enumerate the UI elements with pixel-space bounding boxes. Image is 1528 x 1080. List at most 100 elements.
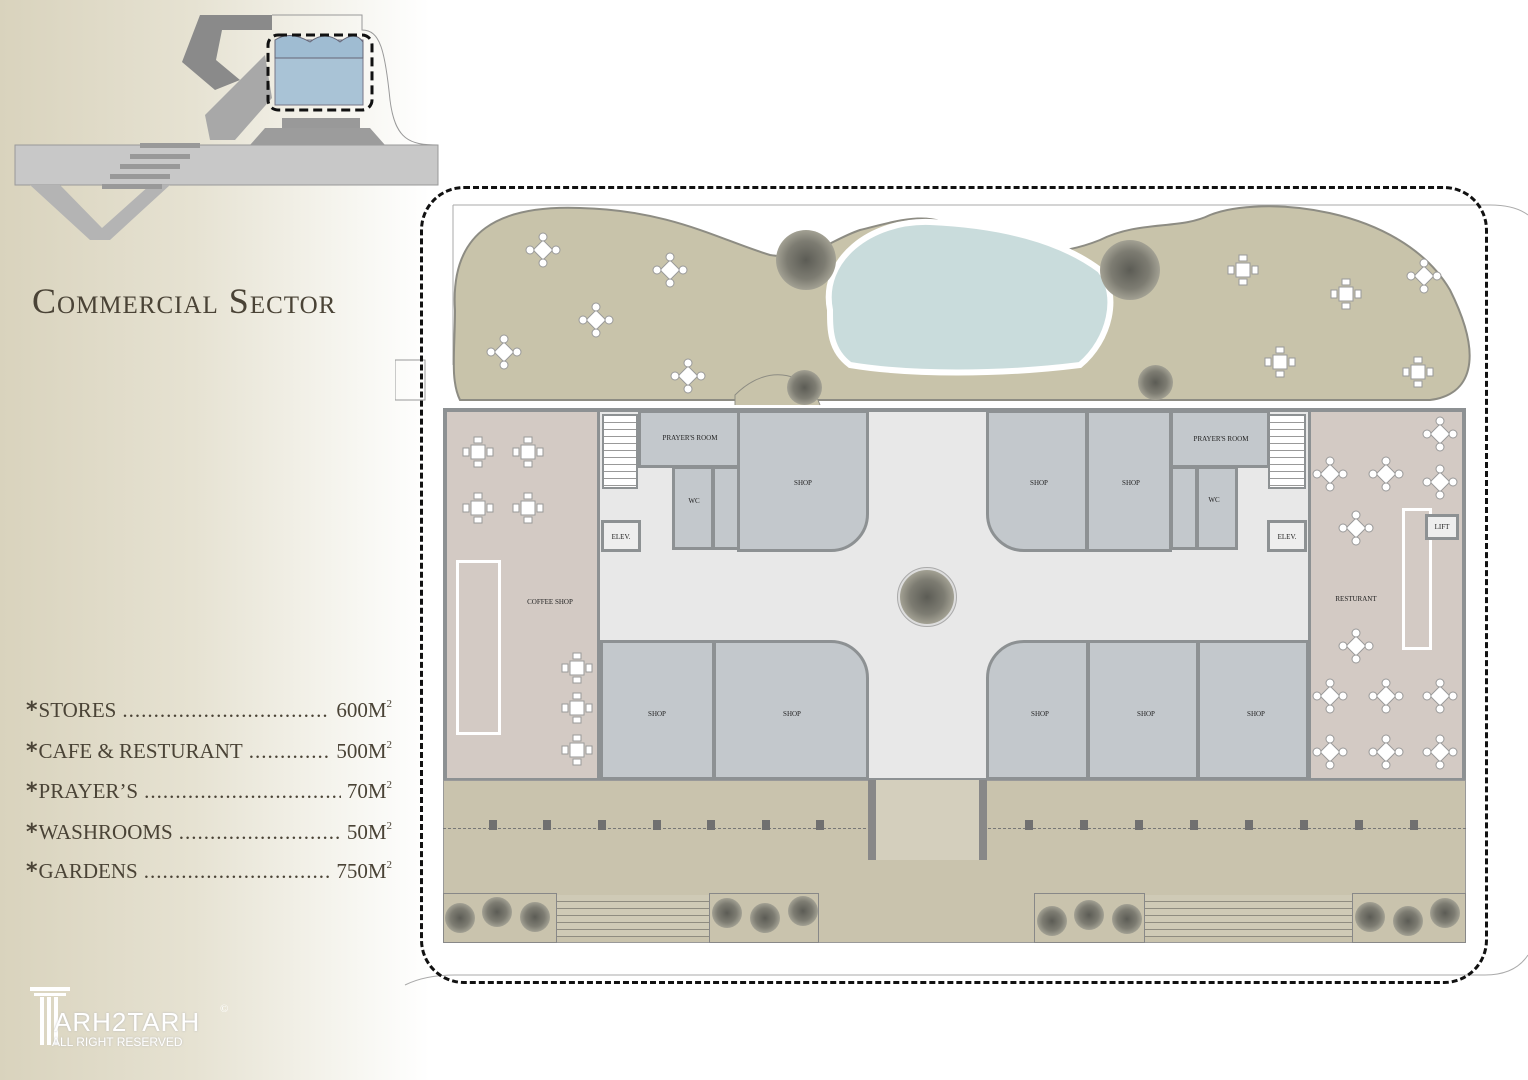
restaurant-label: RESTURANT <box>1335 595 1377 603</box>
wc-right <box>1196 466 1238 550</box>
lift <box>1425 514 1459 540</box>
asterisk-icon: * <box>26 859 38 884</box>
shop-top-3 <box>1086 410 1172 552</box>
shop-label: SHOP <box>648 710 666 718</box>
shop-bottom-4 <box>1087 640 1199 780</box>
coffee-shop-label: COFFEE SHOP <box>527 598 573 606</box>
copyright-symbol: © <box>220 1003 229 1015</box>
planter <box>1352 893 1466 943</box>
shop-bottom-2 <box>713 640 869 780</box>
tree-icon <box>482 897 512 927</box>
legend-unit: 2 <box>386 698 393 710</box>
logo-rights: ALL RIGHT RESERVED <box>52 1035 183 1049</box>
elevator-label: ELEV. <box>1277 533 1297 541</box>
lift-label: LIFT <box>1434 523 1450 531</box>
tree-icon <box>750 903 780 933</box>
column <box>707 820 715 830</box>
legend-value: 70M <box>346 779 387 803</box>
elevator-label: ELEV. <box>611 533 631 541</box>
legend-unit: 2 <box>386 739 393 751</box>
legend-label: STORES <box>38 698 117 722</box>
legend-item-gardens: *GARDENS750M2 <box>26 859 392 884</box>
wc-label: WC <box>688 497 700 505</box>
tree-icon <box>900 570 954 624</box>
asterisk-icon: * <box>26 820 38 845</box>
legend-unit: 2 <box>386 779 393 791</box>
legend-value: 750M <box>336 859 387 883</box>
tree-icon <box>1138 365 1173 400</box>
legend-label: PRAYER’S <box>38 779 139 803</box>
legend-label: GARDENS <box>38 859 138 883</box>
restaurant-bar-counter <box>1402 508 1432 650</box>
column <box>1025 820 1033 830</box>
column <box>1300 820 1308 830</box>
legend-value: 600M <box>336 698 387 722</box>
steps-right <box>1145 895 1352 937</box>
asterisk-icon: * <box>26 779 38 804</box>
legend-unit: 2 <box>386 820 393 832</box>
asterisk-icon: * <box>26 739 38 764</box>
column <box>1135 820 1143 830</box>
tree-icon <box>445 903 475 933</box>
column <box>1080 820 1088 830</box>
prayer-room-label: PRAYER'S ROOM <box>1193 435 1249 443</box>
tree-icon <box>1355 902 1385 932</box>
palm-tree-icon <box>1100 240 1160 300</box>
steps-left <box>557 895 709 937</box>
legend-label: CAFE & RESTURANT <box>38 739 243 763</box>
shop-label: SHOP <box>1137 710 1155 718</box>
planter <box>709 893 819 943</box>
shop-label: SHOP <box>1030 479 1048 487</box>
legend-value: 500M <box>336 739 387 763</box>
shop-bottom-1 <box>600 640 715 780</box>
column <box>762 820 770 830</box>
tree-icon <box>1037 906 1067 936</box>
shop-label: SHOP <box>783 710 801 718</box>
tree-icon <box>712 898 742 928</box>
tree-icon <box>1074 900 1104 930</box>
column <box>543 820 551 830</box>
pool <box>825 218 1114 376</box>
asterisk-icon: * <box>26 698 38 723</box>
planter <box>1034 893 1145 943</box>
tree-icon <box>1430 898 1460 928</box>
wc-label: WC <box>1208 496 1220 504</box>
column <box>1190 820 1198 830</box>
tree-icon <box>787 370 822 405</box>
shop-bottom-5 <box>1197 640 1309 780</box>
column <box>489 820 497 830</box>
logo-brand: ARH2TARH <box>54 1007 201 1037</box>
tree-icon <box>1112 904 1142 934</box>
stairs-right <box>1268 414 1306 489</box>
shop-label: SHOP <box>1122 479 1140 487</box>
elevator-right <box>1267 520 1307 552</box>
tree-icon <box>788 896 818 926</box>
legend-label: WASHROOMS <box>38 820 173 844</box>
entrance <box>868 780 987 860</box>
column <box>598 820 606 830</box>
column <box>653 820 661 830</box>
site-boundary <box>395 204 1528 986</box>
shop-bottom-3 <box>986 640 1089 780</box>
column <box>1245 820 1253 830</box>
shop-top-1 <box>737 410 869 552</box>
shop-label: SHOP <box>794 479 812 487</box>
column <box>1410 820 1418 830</box>
column <box>816 820 824 830</box>
shop-top-2 <box>986 410 1088 552</box>
tarh2tarh-logo: ARH2TARH ALL RIGHT RESERVED © <box>30 985 230 1050</box>
stairs-left <box>602 414 638 489</box>
legend-value: 50M <box>346 820 387 844</box>
shop-label: SHOP <box>1247 710 1265 718</box>
tree-icon <box>1393 906 1423 936</box>
planter <box>443 893 557 943</box>
sector-highlight-boundary <box>420 186 1488 984</box>
shop-label: SHOP <box>1031 710 1049 718</box>
tree-icon <box>520 902 550 932</box>
prayer-room-label: PRAYER'S ROOM <box>662 434 718 442</box>
wc-left <box>672 466 714 550</box>
column <box>1355 820 1363 830</box>
site-key-map <box>14 14 439 240</box>
